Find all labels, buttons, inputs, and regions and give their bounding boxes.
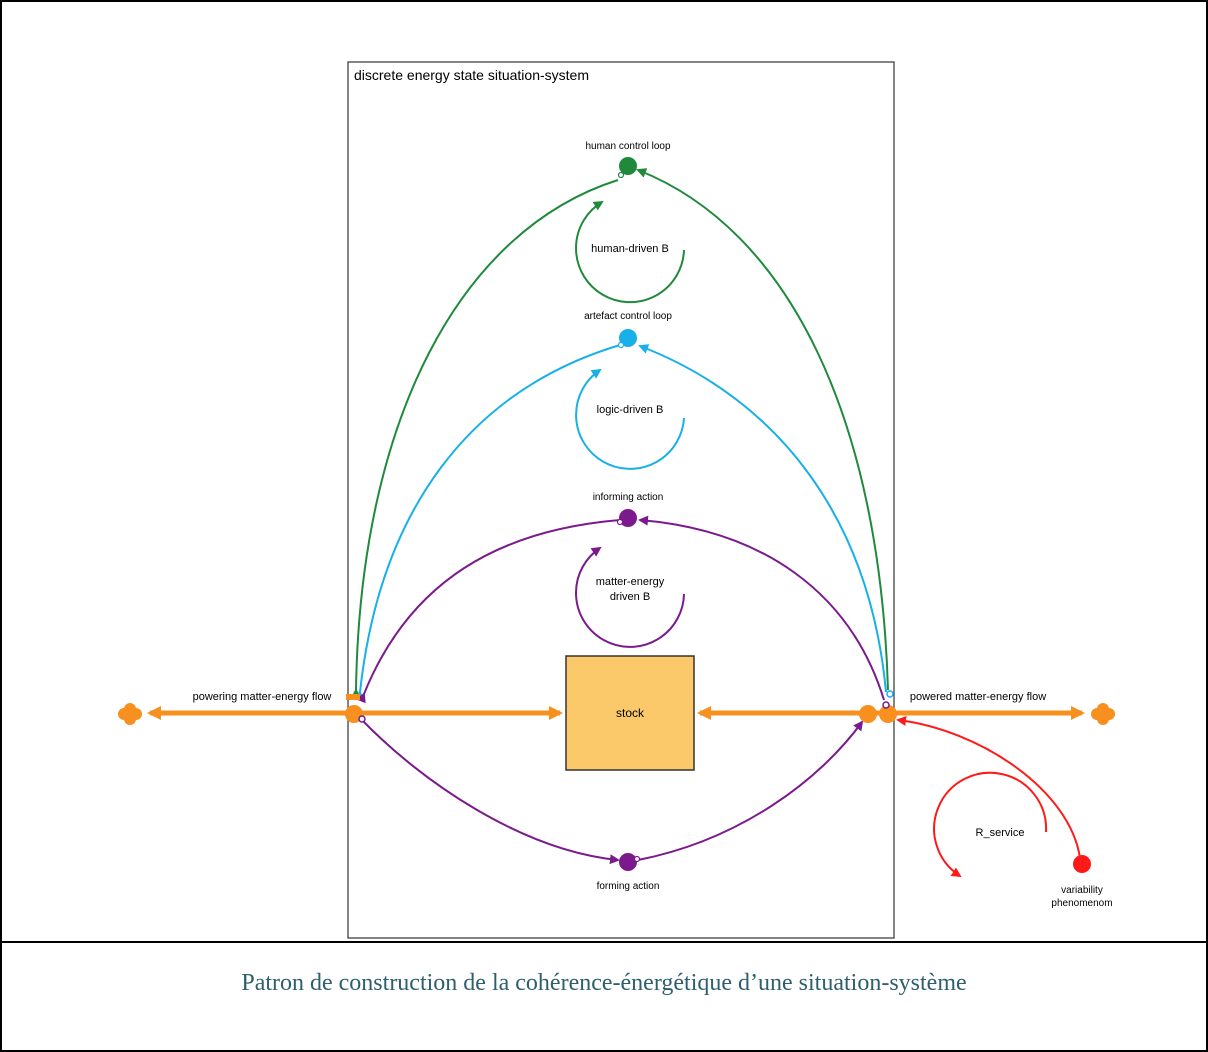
cloud-right-icon xyxy=(1091,703,1115,725)
green-arc-right xyxy=(636,168,889,691)
figure-caption: Patron de construction de la cohérence-é… xyxy=(241,970,967,996)
node-variability-phenomenom[interactable] xyxy=(1073,855,1091,873)
loop-matter-energy-arrow xyxy=(575,546,685,648)
valve-right-small-2 xyxy=(886,690,894,698)
loop-human-driven-arrow xyxy=(575,200,685,304)
system-boundary-box xyxy=(347,61,895,939)
stock-label: stock xyxy=(616,706,645,720)
valve-left-small xyxy=(358,715,366,723)
valve-left-marker xyxy=(346,694,360,700)
purple-arc-lower-right xyxy=(637,720,864,861)
powered-flow-label: powered matter-energy flow xyxy=(910,691,1046,703)
valve-right-inner[interactable] xyxy=(859,705,877,723)
loop-logic-driven-arrow xyxy=(575,368,685,470)
loop-r-service-label: R_service xyxy=(976,827,1025,839)
purple-arc-upper-right xyxy=(638,515,885,701)
stock-box[interactable] xyxy=(565,655,695,771)
powering-flow-label: powering matter-energy flow xyxy=(193,691,332,703)
node-artefact-control-port xyxy=(617,341,625,349)
label-artefact-control-loop: artefact control loop xyxy=(584,311,672,322)
label-human-control-loop: human control loop xyxy=(585,141,670,152)
node-informing-action[interactable] xyxy=(619,509,637,527)
valve-right-small-1 xyxy=(882,701,890,709)
loop-human-driven-label: human-driven B xyxy=(591,243,669,255)
green-arc-left xyxy=(350,179,619,699)
label-variability-1: variability xyxy=(1061,885,1103,896)
loop-matter-energy-label-1: matter-energy xyxy=(596,576,665,588)
node-forming-action-port xyxy=(633,855,641,863)
box-title: discrete energy state situation-system xyxy=(354,67,589,83)
loop-matter-energy-label-2: driven B xyxy=(610,591,650,603)
loop-logic-driven-label: logic-driven B xyxy=(597,404,664,416)
node-artefact-control-loop[interactable] xyxy=(619,329,637,347)
node-informing-action-port xyxy=(616,518,624,526)
purple-arc-upper-left xyxy=(356,519,621,704)
loop-r-service-arrow xyxy=(933,771,1048,878)
cloud-left-icon xyxy=(118,703,142,725)
red-link-variability xyxy=(896,716,1081,859)
valve-right[interactable] xyxy=(879,705,897,723)
blue-arc-left xyxy=(354,344,621,701)
node-forming-action[interactable] xyxy=(619,853,637,871)
label-variability-2: phenomenom xyxy=(1051,898,1112,909)
purple-arc-lower-left xyxy=(361,719,620,865)
node-human-control-loop[interactable] xyxy=(619,157,637,175)
node-human-control-port xyxy=(617,171,625,179)
label-informing-action: informing action xyxy=(593,492,664,503)
blue-arc-right xyxy=(638,344,887,693)
label-forming-action: forming action xyxy=(597,881,660,892)
